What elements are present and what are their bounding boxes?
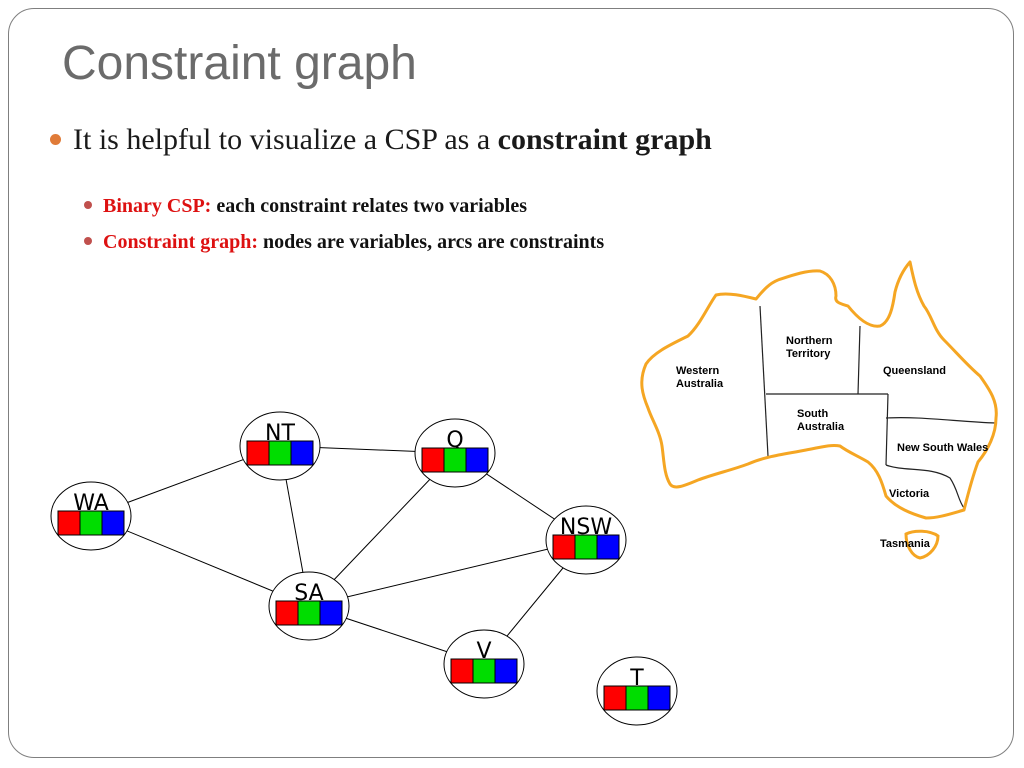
domain-swatch: [268, 440, 292, 466]
map-border-sa-east: [885, 393, 889, 466]
sub-bullet-text: each constraint relates two variables: [216, 195, 528, 217]
sub-bullet-text: nodes are variables, arcs are constraint…: [263, 231, 605, 253]
domain-swatch: [596, 534, 620, 560]
sub-bullet-constraint-graph: Constraint graph:nodes are variables, ar…: [84, 229, 604, 255]
node-label: Q: [446, 428, 463, 453]
domain-swatch: [246, 440, 270, 466]
map-label-northern-territory: Northern Territory: [786, 335, 836, 360]
domain-swatch: [297, 600, 321, 626]
edge-sa-nsw: [308, 539, 587, 607]
node-wa: WA: [50, 481, 132, 551]
map-border-wa-nt: [759, 305, 769, 457]
domain-swatch: [603, 685, 627, 711]
node-label: T: [629, 666, 644, 691]
domain-swatch: [57, 510, 81, 536]
sub-bullet-binary-csp: Binary CSP:each constraint relates two v…: [84, 193, 527, 219]
node-sa: SA: [268, 571, 350, 641]
domain-swatch: [647, 685, 671, 711]
map-border-q-nsw: [885, 417, 997, 424]
domain-swatch: [574, 534, 598, 560]
slide-frame: [8, 8, 1014, 758]
map-label-new-south-wales: New South Wales: [897, 442, 988, 454]
map-label-western-australia: Western Australia: [676, 365, 724, 390]
domain-swatch: [552, 534, 576, 560]
graph-nodes: NT Q WA NSW SA V T: [50, 411, 678, 726]
sub-bullet-dot-icon: [84, 237, 92, 246]
main-bullet: It is helpful to visualize a CSP as a co…: [50, 120, 712, 160]
main-bullet-text: It is helpful to visualize a CSP as a: [73, 123, 498, 156]
domain-swatch: [319, 600, 343, 626]
node-q: Q: [414, 418, 496, 488]
node-nsw: NSW: [545, 505, 627, 575]
domain-swatch: [472, 658, 496, 684]
sub-bullet-term: Binary CSP:: [103, 195, 212, 217]
map-border-nt-q: [857, 325, 861, 395]
sub-bullet-term: Constraint graph:: [103, 231, 259, 253]
graph-edges: [90, 445, 587, 665]
node-t: T: [596, 656, 678, 726]
slide-title: Constraint graph: [62, 37, 417, 90]
map-label-victoria: Victoria: [889, 488, 930, 500]
node-label: V: [476, 639, 491, 664]
map-label-south-australia: South Australia: [797, 408, 845, 433]
domain-swatch: [79, 510, 103, 536]
domain-swatch: [494, 658, 518, 684]
domain-swatch: [275, 600, 299, 626]
node-nt: NT: [239, 411, 321, 481]
map-label-tasmania: Tasmania: [880, 538, 931, 550]
bullet-dot-icon: [50, 133, 61, 145]
map-tasmania: [904, 529, 940, 560]
main-bullet-emphasis: constraint graph: [497, 123, 712, 156]
domain-swatch: [290, 440, 314, 466]
map-label-queensland: Queensland: [883, 365, 946, 377]
domain-swatch: [465, 447, 489, 473]
domain-swatch: [421, 447, 445, 473]
map-coastline: [640, 260, 998, 520]
domain-swatch: [101, 510, 125, 536]
domain-swatch: [443, 447, 467, 473]
domain-swatch: [450, 658, 474, 684]
sub-bullet-dot-icon: [84, 201, 92, 210]
node-v: V: [443, 629, 525, 699]
domain-swatch: [625, 685, 649, 711]
map-border-nsw-v: [885, 464, 965, 509]
